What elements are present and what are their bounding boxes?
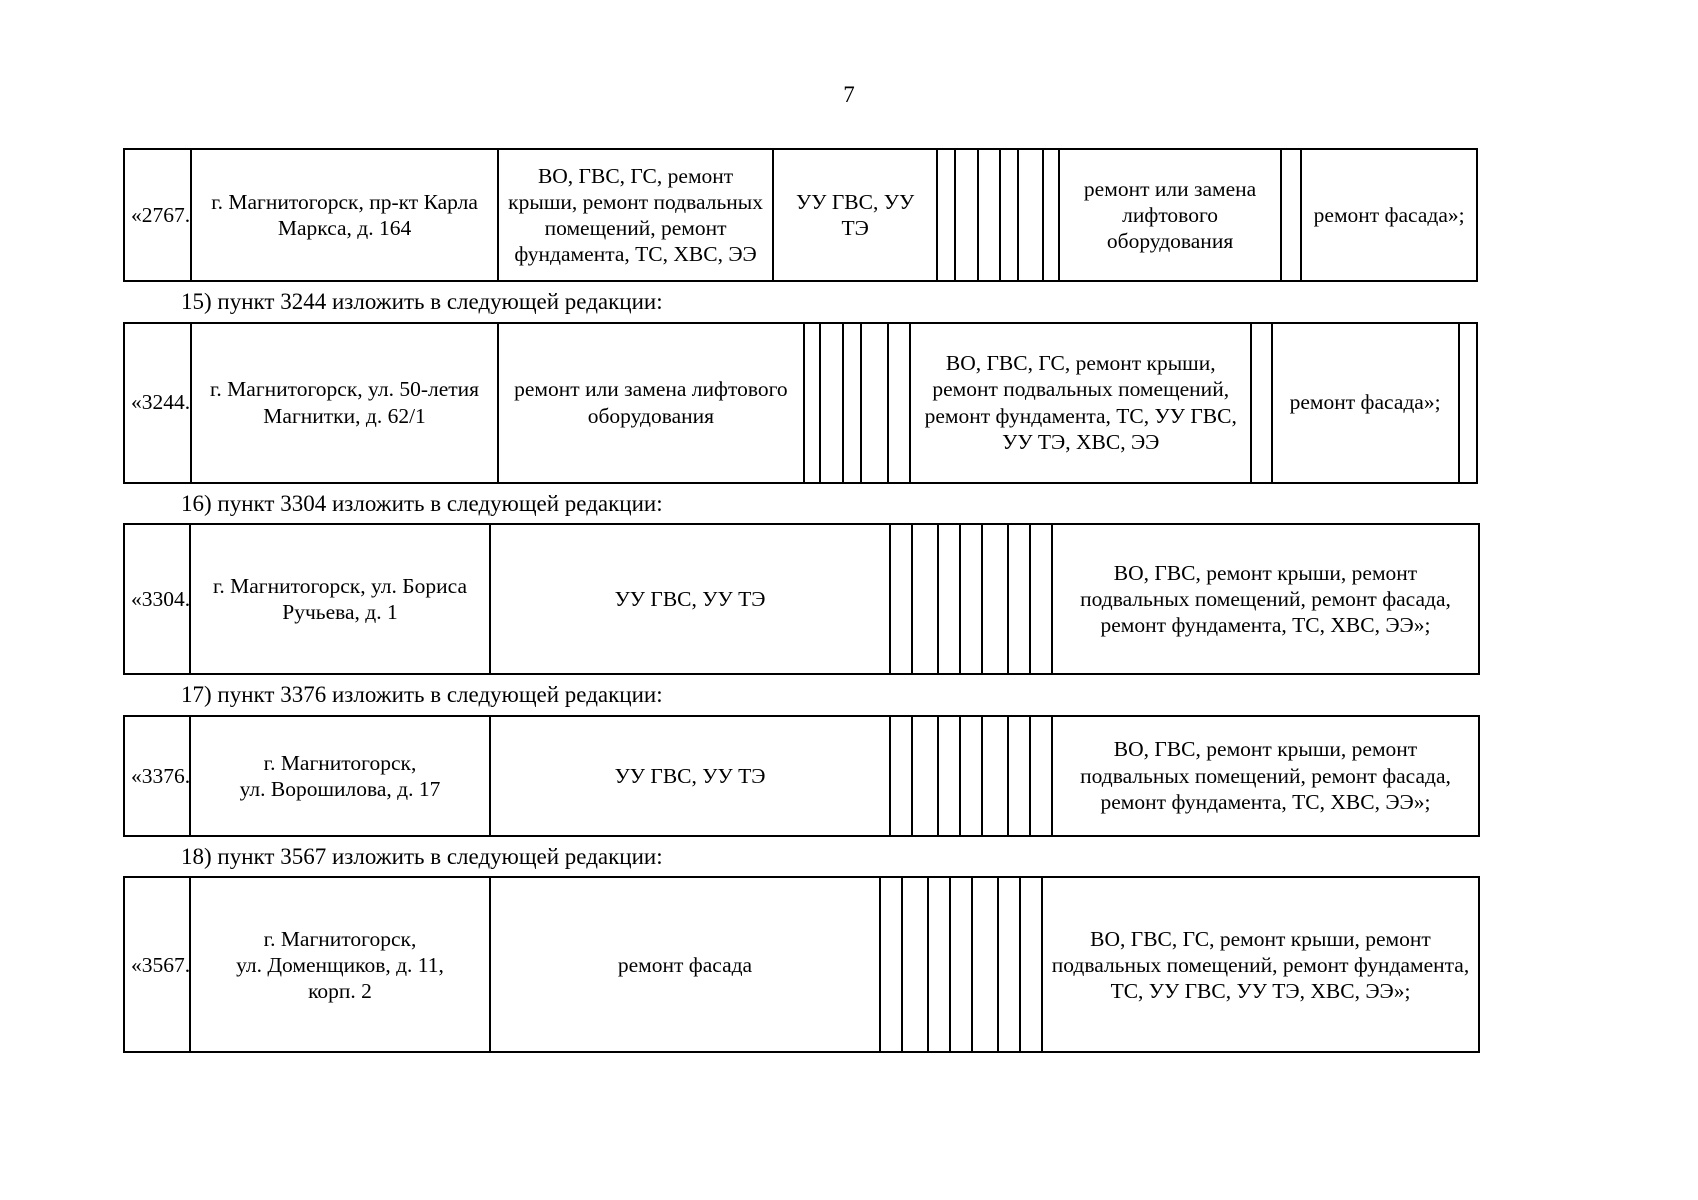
cell-empty: [959, 714, 983, 837]
cell-empty: [937, 714, 961, 837]
cell-empty: [1279, 148, 1303, 282]
cell-empty: [971, 876, 999, 1054]
cell-works-1: ВО, ГВС, ГС, ремонт крыши, ремонт подвал…: [496, 148, 775, 282]
cell-empty: [999, 148, 1020, 282]
cell-works-4: ремонт фасада»;: [1300, 148, 1478, 282]
table-row: «3244. г. Магнитогорск, ул. 50-летия Маг…: [122, 321, 1479, 484]
heading-3244: 15) пункт 3244 изложить в следующей реда…: [181, 289, 663, 314]
cell-empty: [889, 714, 913, 837]
cell-empty: [1017, 148, 1044, 282]
cell-address: г. Магнитогорск, ул. Доменщиков, д. 11, …: [189, 876, 491, 1054]
cell-empty: [1007, 523, 1031, 676]
cell-empty: [1019, 876, 1043, 1054]
cell-empty: [841, 321, 863, 484]
cell-item-number: «3567.: [123, 876, 191, 1054]
table-2767: «2767. г. Магнитогорск, пр-кт Карла Марк…: [122, 148, 1478, 282]
cell-works-1: УУ ГВС, УУ ТЭ: [489, 523, 891, 676]
cell-address: г. Магнитогорск, ул. 50-летия Магнитки, …: [190, 321, 499, 484]
cell-empty: [819, 321, 844, 484]
cell-empty: [976, 148, 1002, 282]
cell-item-number: «3244.: [122, 321, 193, 484]
cell-item-number: «2767.: [122, 148, 193, 282]
document-content: «2767. г. Магнитогорск, пр-кт Карла Марк…: [122, 148, 1480, 1054]
table-3304: «3304. г. Магнитогорск, ул. Бориса Ручье…: [123, 523, 1480, 676]
table-3244: «3244. г. Магнитогорск, ул. 50-летия Маг…: [122, 321, 1479, 484]
cell-empty: [959, 523, 983, 676]
cell-empty: [911, 714, 939, 837]
cell-works-3: ремонт или замена лифтового оборудования: [1058, 148, 1282, 282]
cell-empty: [1457, 321, 1479, 484]
table-row: «3304. г. Магнитогорск, ул. Бориса Ручье…: [123, 523, 1480, 676]
cell-empty: [901, 876, 929, 1054]
table-3376: «3376. г. Магнитогорск, ул. Ворошилова, …: [123, 714, 1480, 837]
cell-empty: [1250, 321, 1273, 484]
page-number: 7: [843, 82, 855, 107]
cell-empty: [886, 321, 912, 484]
heading-3376: 17) пункт 3376 изложить в следующей реда…: [181, 682, 663, 708]
cell-empty: [803, 321, 822, 484]
cell-works-2: УУ ГВС, УУ ТЭ: [772, 148, 938, 282]
table-row: «3376. г. Магнитогорск, ул. Ворошилова, …: [123, 714, 1480, 837]
cell-empty: [954, 148, 979, 282]
cell-empty: [1041, 148, 1061, 282]
cell-empty: [949, 876, 973, 1054]
heading-3304: 16) пункт 3304 изложить в следующей реда…: [181, 490, 663, 516]
cell-empty: [860, 321, 889, 484]
cell-works-1: УУ ГВС, УУ ТЭ: [489, 714, 891, 837]
cell-empty: [1029, 523, 1053, 676]
cell-address: г. Магнитогорск, ул. Бориса Ручьева, д. …: [189, 523, 491, 676]
table-row: «2767. г. Магнитогорск, пр-кт Карла Марк…: [122, 148, 1478, 282]
cell-empty: [927, 876, 951, 1054]
cell-works-2: ВО, ГВС, ремонт крыши, ремонт подвальных…: [1051, 523, 1480, 676]
cell-empty: [879, 876, 903, 1054]
cell-empty: [1029, 714, 1053, 837]
heading-3567: 18) пункт 3567 изложить в следующей реда…: [181, 843, 663, 869]
cell-address: г. Магнитогорск, пр-кт Карла Маркса, д. …: [190, 148, 499, 282]
cell-empty: [981, 714, 1009, 837]
cell-works-2: ВО, ГВС, ГС, ремонт крыши, ремонт подвал…: [909, 321, 1253, 484]
cell-item-number: «3376.: [123, 714, 191, 837]
table-row: «3567. г. Магнитогорск, ул. Доменщиков, …: [123, 876, 1480, 1054]
cell-works-2: ВО, ГВС, ГС, ремонт крыши, ремонт подвал…: [1041, 876, 1480, 1054]
cell-empty: [937, 523, 961, 676]
cell-works-3: ремонт фасада»;: [1270, 321, 1460, 484]
cell-empty: [889, 523, 913, 676]
cell-works-2: ВО, ГВС, ремонт крыши, ремонт подвальных…: [1051, 714, 1480, 837]
cell-address: г. Магнитогорск, ул. Ворошилова, д. 17: [189, 714, 491, 837]
cell-item-number: «3304.: [123, 523, 191, 676]
cell-empty: [981, 523, 1009, 676]
table-3567: «3567. г. Магнитогорск, ул. Доменщиков, …: [123, 876, 1480, 1054]
cell-empty: [911, 523, 939, 676]
cell-works-1: ремонт фасада: [489, 876, 881, 1054]
cell-empty: [1007, 714, 1031, 837]
cell-works-1: ремонт или замена лифтового оборудования: [496, 321, 806, 484]
cell-empty: [935, 148, 957, 282]
cell-empty: [997, 876, 1021, 1054]
